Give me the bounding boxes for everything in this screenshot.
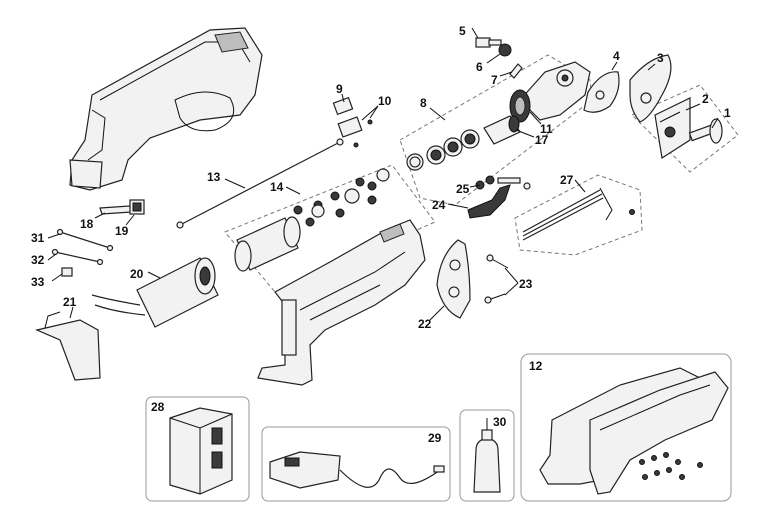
- screw-set-box-12: [639, 452, 703, 480]
- blade-housing-part-11: [509, 61, 591, 123]
- rod-group-outline: [514, 174, 643, 256]
- callout-3: 3: [657, 51, 664, 65]
- washer-set-part-8: [406, 129, 480, 171]
- lower-blade-part-4: [583, 71, 620, 113]
- gearbox-part-14: [234, 168, 390, 272]
- guard-part-22: [436, 239, 471, 319]
- callout-31: 31: [31, 231, 45, 245]
- lower-housing-shell: [257, 219, 426, 386]
- bolt-part-1: [688, 118, 723, 144]
- cable-part-32: [51, 248, 104, 266]
- charger-box-29: [261, 426, 451, 502]
- callout-27: 27: [560, 173, 574, 187]
- clip-part-7: [509, 63, 523, 79]
- leader-lines: [47, 27, 719, 321]
- label-part-9: [332, 96, 354, 116]
- upper-housing-shell: [69, 27, 263, 191]
- motor-part-20: [91, 257, 219, 328]
- rods-part-27: [522, 187, 635, 241]
- callout-24: 24: [432, 198, 446, 212]
- callout-22: 22: [418, 317, 432, 331]
- callout-17: 17: [535, 133, 549, 147]
- callout-11: 11: [540, 122, 553, 136]
- upper-blade-part-3: [629, 54, 672, 123]
- callout-4: 4: [613, 49, 620, 63]
- callout-1: 1: [724, 106, 731, 120]
- callout-10: 10: [378, 94, 392, 108]
- rod-part-13: [176, 138, 344, 229]
- callout-29: 29: [428, 431, 442, 445]
- callout-labels: 1 2 3 4 5 6 7 8 9 10 11 12 13 14 17 18 1…: [31, 24, 731, 445]
- battery-box-28: [145, 396, 250, 502]
- callout-18: 18: [80, 217, 94, 231]
- callout-33: 33: [31, 275, 45, 289]
- callout-30: 30: [493, 415, 507, 429]
- callout-8: 8: [420, 96, 427, 110]
- battery-cover-part-21: [35, 311, 101, 381]
- clip-part-19: [129, 199, 145, 215]
- connector-part-33: [61, 267, 73, 277]
- screw-part-5: [475, 37, 502, 48]
- screws-part-23: [484, 254, 509, 304]
- switch-plate-part-10: [337, 116, 373, 148]
- callout-13: 13: [207, 170, 221, 184]
- callout-19: 19: [115, 224, 129, 238]
- callout-20: 20: [130, 267, 144, 281]
- cable-part-31: [56, 228, 114, 252]
- gear-assembly-group-outline: [224, 164, 436, 293]
- callout-25: 25: [456, 182, 470, 196]
- switch-part-25: [475, 175, 531, 190]
- callout-28: 28: [151, 400, 165, 414]
- callout-14: 14: [270, 180, 284, 194]
- gear-part-6: [498, 43, 512, 57]
- callout-21: 21: [63, 295, 77, 309]
- gear-plate-part-2: [654, 97, 691, 159]
- callout-5: 5: [459, 24, 466, 38]
- callout-12: 12: [529, 359, 543, 373]
- callout-6: 6: [476, 60, 483, 74]
- callout-32: 32: [31, 253, 45, 267]
- callout-7: 7: [491, 73, 498, 87]
- oil-bottle-box-30: [459, 409, 515, 502]
- callout-9: 9: [336, 82, 343, 96]
- trigger-part-24: [467, 184, 511, 219]
- housing-kit-box-12: [520, 353, 732, 502]
- callout-23: 23: [519, 277, 533, 291]
- callout-2: 2: [702, 92, 709, 106]
- drive-shaft-part-17: [483, 115, 521, 145]
